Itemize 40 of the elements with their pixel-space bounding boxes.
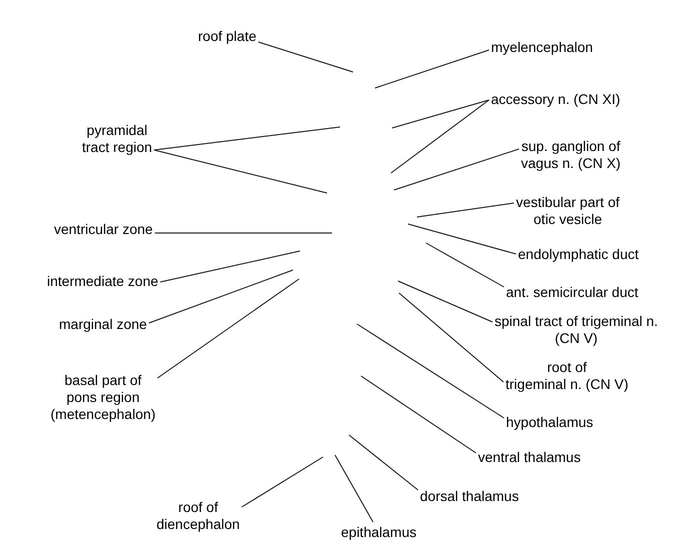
leader-line [154, 126, 340, 150]
part-label: basal part of pons region (metencephalon) [50, 372, 156, 423]
leader-line [392, 100, 490, 128]
leader-line [148, 270, 294, 324]
part-label: pyramidal tract region [82, 122, 152, 156]
part-label: hypothalamus [506, 414, 594, 431]
leader-line [160, 250, 300, 282]
part-label: roof of diencephalon [156, 499, 240, 533]
leader-line [416, 202, 514, 218]
leader-line [398, 280, 493, 322]
leader-line [360, 376, 476, 454]
part-label: epithalamus [341, 524, 416, 541]
leader-line [398, 292, 504, 382]
part-label: spinal tract of trigeminal n. (CN V) [494, 313, 658, 347]
part-label: root of trigeminal n. (CN V) [506, 359, 628, 393]
leader-line [258, 42, 354, 72]
leader-line [241, 456, 324, 508]
leader-line [374, 50, 490, 88]
part-label: ventricular zone [54, 221, 153, 238]
leader-line [154, 150, 328, 194]
leader-line [348, 434, 418, 490]
leader-line [157, 278, 300, 378]
leader-line [408, 224, 516, 254]
part-label: intermediate zone [47, 273, 158, 290]
part-label: roof plate [198, 28, 256, 45]
leader-line [356, 324, 504, 418]
part-label: dorsal thalamus [420, 488, 519, 505]
leader-line [390, 100, 490, 174]
part-label: myelencephalon [491, 39, 593, 56]
part-label: ventral thalamus [478, 449, 581, 466]
part-label: sup. ganglion of vagus n. (CN X) [521, 138, 621, 172]
leader-line [394, 148, 520, 190]
part-label: marginal zone [59, 316, 147, 333]
leader-line [154, 232, 332, 234]
part-label: ant. semicircular duct [506, 284, 638, 301]
part-label: vestibular part of otic vesicle [516, 194, 620, 228]
part-label: endolymphatic duct [518, 246, 639, 263]
leader-line [426, 242, 504, 288]
part-label: accessory n. (CN XI) [491, 91, 620, 108]
leader-line [334, 454, 374, 522]
